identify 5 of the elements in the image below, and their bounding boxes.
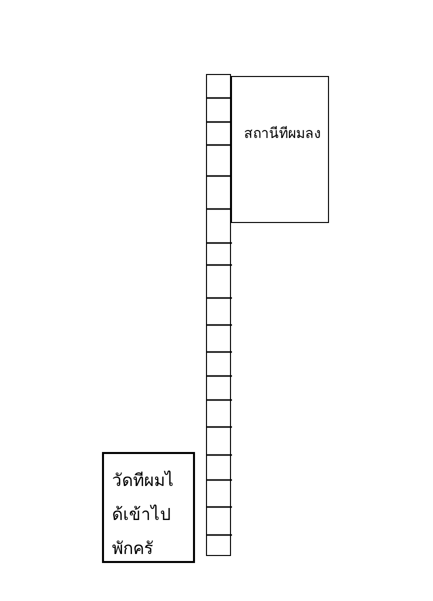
text-box <box>231 76 329 223</box>
box-text: วัดทีผมได้เข้าไปพักครั <box>112 470 175 560</box>
box-text: สถานีทีผมลง <box>244 125 321 144</box>
text-box <box>102 452 195 563</box>
ladder-bar <box>206 74 231 556</box>
